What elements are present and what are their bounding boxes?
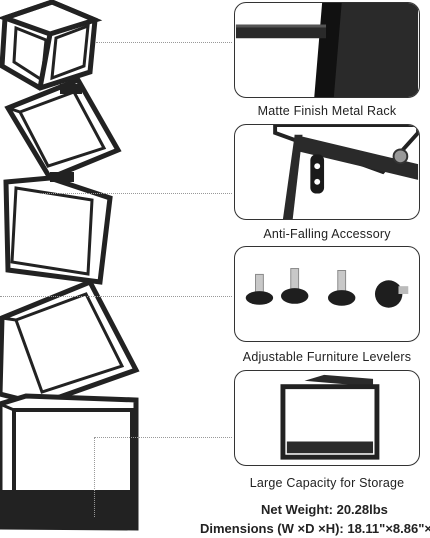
feature-card-storage — [234, 370, 420, 466]
shelf-cube-2 — [4, 76, 122, 182]
furniture-leveler-icon — [245, 268, 409, 308]
product-specs: Net Weight: 20.28lbs Dimensions (W ×D ×H… — [200, 500, 430, 538]
feature-card-metal-rack — [234, 2, 420, 98]
metal-rack-icon — [235, 3, 419, 97]
feature-caption-4: Large Capacity for Storage — [249, 476, 405, 490]
anti-falling-bracket-icon — [273, 125, 419, 219]
feature-caption-3: Adjustable Furniture Levelers — [242, 350, 412, 364]
shelf-cube-3 — [3, 175, 113, 285]
feature-card-anti-falling — [234, 124, 420, 220]
storage-cube-icon — [280, 374, 380, 460]
cube-bookshelf-image — [0, 0, 140, 531]
leader-line-4-drop — [94, 437, 95, 517]
net-weight-text: Net Weight: 20.28lbs — [261, 502, 388, 517]
feature-caption-2: Anti-Falling Accessory — [263, 227, 391, 241]
feature-card-levelers — [234, 246, 420, 342]
feature-caption-1: Matte Finish Metal Rack — [257, 104, 397, 118]
leader-line-1 — [96, 42, 232, 43]
shelf-cube-4 — [0, 278, 140, 407]
leader-line-4 — [94, 437, 232, 438]
dimensions-text: Dimensions (W ×D ×H): 18.11"×8.86"× — [200, 521, 430, 536]
leader-line-2 — [40, 193, 232, 194]
shelf-cube-1 — [0, 0, 103, 91]
leader-line-3 — [0, 296, 232, 297]
